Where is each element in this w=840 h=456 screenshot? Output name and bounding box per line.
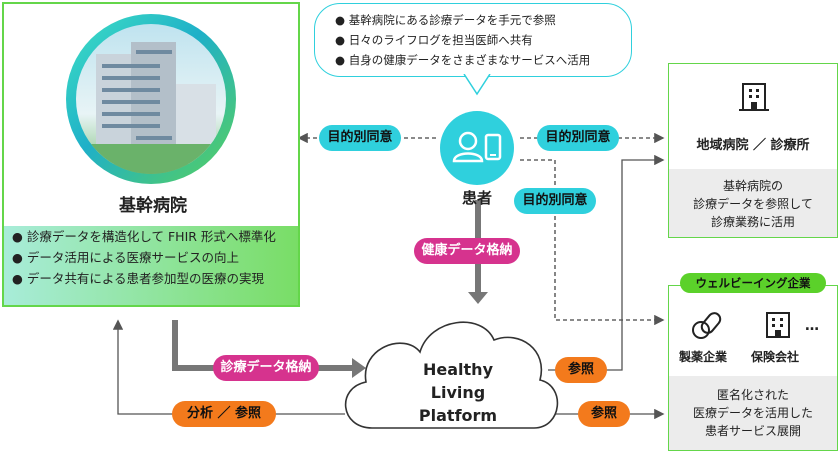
office-icon (766, 312, 790, 338)
local-hospital-desc: 基幹病院の 診療データを参照して 診療業務に活用 (669, 169, 837, 237)
list-item: ● 日々のライフログを担当医師へ共有 (335, 33, 533, 47)
pill-icon (692, 312, 722, 339)
pharma-label: 製薬企業 (679, 350, 728, 364)
hospital-bullets: ● 診療データを構造化して FHIR 形式へ標準化 ● データ活用による医療サー… (4, 226, 298, 305)
list-item: ● 基幹病院にある診療データを手元で参照 (335, 13, 556, 27)
clinical-store-label: 診療データ格納 (213, 355, 319, 381)
building-icon (739, 83, 769, 111)
ref-top-label: 参照 (555, 357, 607, 383)
patient-speech-bubble: ● 基幹病院にある診療データを手元で参照 ● 日々のライフログを担当医師へ共有 … (314, 3, 632, 77)
wellbeing-box: … 製薬企業 保険会社 匿名化された 医療データを活用した 患者サービス展開 (668, 285, 838, 451)
insurance-label: 保険会社 (751, 350, 800, 364)
local-hospital-name: 地域病院 ／ 診療所 (696, 138, 810, 153)
hospital-title: 基幹病院 (119, 196, 187, 216)
patient-icon (440, 111, 514, 185)
consent-left-label: 目的別同意 (319, 125, 401, 151)
bubble-tail (463, 74, 491, 96)
platform-title: Healthy Living Platform (418, 360, 498, 425)
patient-label: 患者 (461, 189, 492, 207)
list-item: ● 自身の健康データをさまざまなサービスへ活用 (335, 53, 591, 67)
health-store-label: 健康データ格納 (414, 238, 520, 264)
wellbeing-tag: ウェルビーイング企業 (680, 273, 826, 293)
analysis-label: 分析 ／ 参照 (172, 401, 276, 427)
more-label: … (805, 318, 819, 334)
consent-right-label: 目的別同意 (537, 125, 619, 151)
list-item: ● データ活用による医療サービスの向上 (12, 250, 240, 265)
ref-bottom-label: 参照 (578, 401, 630, 427)
platform-cloud (344, 321, 559, 429)
core-hospital-panel: 基幹病院 ● 診療データを構造化して FHIR 形式へ標準化 ● データ活用によ… (2, 2, 300, 307)
list-item: ● 診療データを構造化して FHIR 形式へ標準化 (12, 229, 276, 244)
consent-mid-label: 目的別同意 (514, 188, 596, 214)
hospital-photo (66, 14, 236, 184)
list-item: ● データ共有による患者参加型の医療の実現 (12, 271, 265, 286)
local-hospital-box: 地域病院 ／ 診療所 基幹病院の 診療データを参照して 診療業務に活用 (668, 63, 838, 238)
wellbeing-desc: 匿名化された 医療データを活用した 患者サービス展開 (669, 376, 837, 450)
